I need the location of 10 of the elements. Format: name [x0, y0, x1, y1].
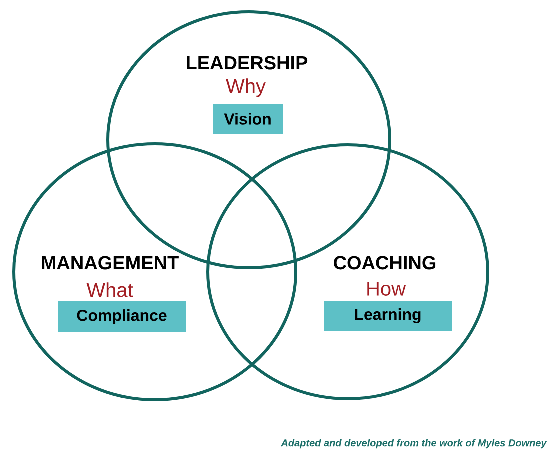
circle-subtitle: What	[86, 282, 134, 298]
circle-title: LEADERSHIP	[187, 56, 308, 70]
label-box: Learning	[324, 301, 452, 331]
caption: Adapted and developed from the work of Myles Downey	[281, 439, 548, 449]
circle-title: COACHING	[334, 256, 436, 270]
circle-title: MANAGEMENT	[42, 256, 179, 270]
label-box: Vision	[213, 104, 283, 134]
circle-subtitle: Why	[226, 78, 266, 98]
label-box: Compliance	[58, 301, 186, 332]
circle-subtitle: How	[368, 282, 406, 296]
